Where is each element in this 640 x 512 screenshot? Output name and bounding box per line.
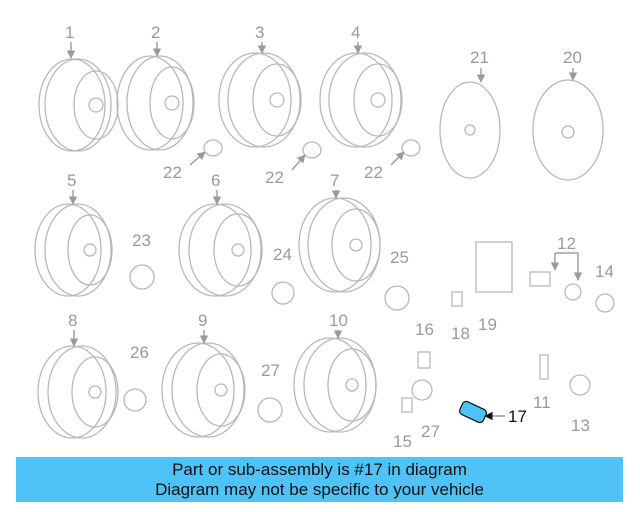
callout-10: 10 [329,311,348,330]
callout-labels: 1 2 3 4 5 6 7 8 9 10 11 12 13 14 15 16 1… [65,23,614,451]
callout-23: 23 [132,231,151,250]
callout-19: 19 [478,315,497,334]
callout-22-a: 22 [163,163,182,182]
wheel-cover-21 [439,81,501,179]
callout-6: 6 [211,171,220,190]
callout-5: 5 [67,171,76,190]
callout-1: 1 [65,23,74,42]
callout-15: 15 [393,432,412,451]
wheel-5 [34,203,113,297]
callout-14: 14 [595,262,614,281]
callout-24: 24 [273,245,292,264]
callout-25: 25 [390,248,409,267]
callout-26: 26 [130,343,149,362]
callout-13: 13 [571,416,590,435]
callout-2: 2 [151,23,160,42]
info-banner: Part or sub-assembly is #17 in diagram D… [16,457,623,502]
banner-line-1: Part or sub-assembly is #17 in diagram [172,460,467,479]
callout-12: 12 [557,234,576,253]
callout-27-b: 27 [421,422,440,441]
wheel-7 [298,197,381,293]
callout-9: 9 [198,311,207,330]
callout-27-a: 27 [261,361,280,380]
callout-22-b: 22 [265,168,284,187]
callout-20: 20 [563,48,582,67]
callout-18: 18 [451,324,470,343]
center-caps-22 [203,139,421,159]
valve-stem-17 [458,400,488,424]
callout-17: 17 [508,407,527,426]
row3-small-parts [123,351,591,423]
banner-line-2: Diagram may not be specific to your vehi… [155,480,484,499]
hardware-12-18-19 [451,241,615,313]
wheel-9 [161,342,246,438]
wheel-3 [218,52,302,148]
leader-lines [66,42,583,421]
wheel-1 [38,58,119,152]
callout-3: 3 [255,23,264,42]
wheel-6 [178,203,263,297]
callout-21: 21 [470,48,489,67]
wheel-8 [37,345,119,439]
callout-8: 8 [68,311,77,330]
parts-diagram: 1 2 3 4 5 6 7 8 9 10 11 12 13 14 15 16 1… [34,23,615,451]
wheel-4 [319,52,403,148]
callout-7: 7 [330,171,339,190]
wheel-10 [293,337,377,433]
callout-16: 16 [415,320,434,339]
callout-11: 11 [533,393,551,412]
wheel-cover-20 [532,79,604,181]
wheel-2 [116,55,195,151]
center-caps-row2 [129,264,410,311]
callout-22-c: 22 [364,163,383,182]
callout-4: 4 [351,23,360,42]
